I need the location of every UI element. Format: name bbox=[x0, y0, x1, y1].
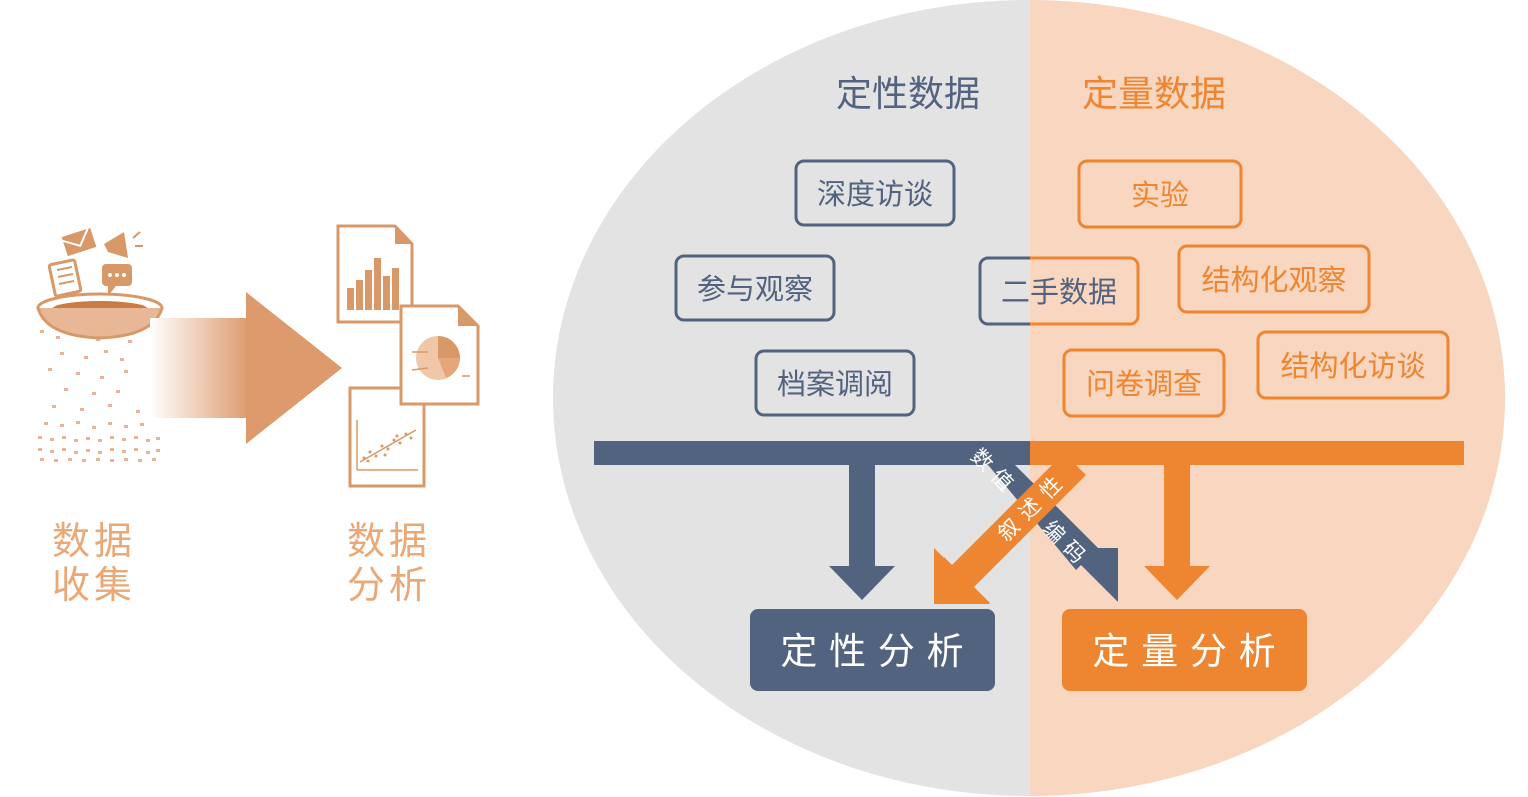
qualitative-analysis-label: 定 性 分 析 bbox=[780, 630, 963, 673]
method-archive-review: 档案调阅 bbox=[777, 367, 893, 401]
method-questionnaire-survey: 问卷调查 bbox=[1086, 367, 1202, 401]
method-structured-observation: 结构化观察 bbox=[1201, 263, 1346, 297]
flow-arrow bbox=[150, 292, 342, 444]
method-structured-interview: 结构化访谈 bbox=[1280, 349, 1425, 383]
narrative-arrow: 叙 述 性 bbox=[934, 453, 1086, 604]
method-participant-observation: 参与观察 bbox=[697, 272, 813, 306]
collection-label-line1: 数据 bbox=[52, 519, 136, 563]
quantitative-analysis-box: 定 量 分 析 bbox=[1062, 609, 1307, 691]
collection-label-line2: 收集 bbox=[52, 563, 136, 607]
method-experiment: 实验 bbox=[1131, 178, 1189, 212]
quantitative-analysis-label: 定 量 分 析 bbox=[1092, 630, 1275, 673]
quantitative-bar bbox=[1030, 441, 1464, 465]
quantitative-data-header: 定量数据 bbox=[1082, 74, 1226, 115]
quantitative-methods: 实验 结构化观察 结构化访谈 问卷调查 bbox=[1062, 159, 1450, 418]
qualitative-data-header: 定性数据 bbox=[836, 74, 980, 115]
method-in-depth-interview: 深度访谈 bbox=[817, 177, 933, 211]
analysis-documents-icon bbox=[336, 224, 480, 488]
collection-icon bbox=[36, 224, 164, 462]
qualitative-analysis-box: 定 性 分 析 bbox=[750, 609, 995, 691]
analysis-label-line1: 数据 bbox=[347, 519, 431, 563]
qualitative-methods: 深度访谈 参与观察 档案调阅 bbox=[674, 159, 956, 417]
method-secondary-data: 二手数据 bbox=[978, 256, 1140, 326]
qualitative-down-arrow bbox=[829, 463, 895, 600]
quantitative-down-arrow bbox=[1144, 463, 1210, 600]
qualitative-bar bbox=[594, 441, 1030, 465]
secondary-data-label: 二手数据 bbox=[1001, 275, 1117, 309]
analysis-label-line2: 分析 bbox=[347, 563, 431, 607]
